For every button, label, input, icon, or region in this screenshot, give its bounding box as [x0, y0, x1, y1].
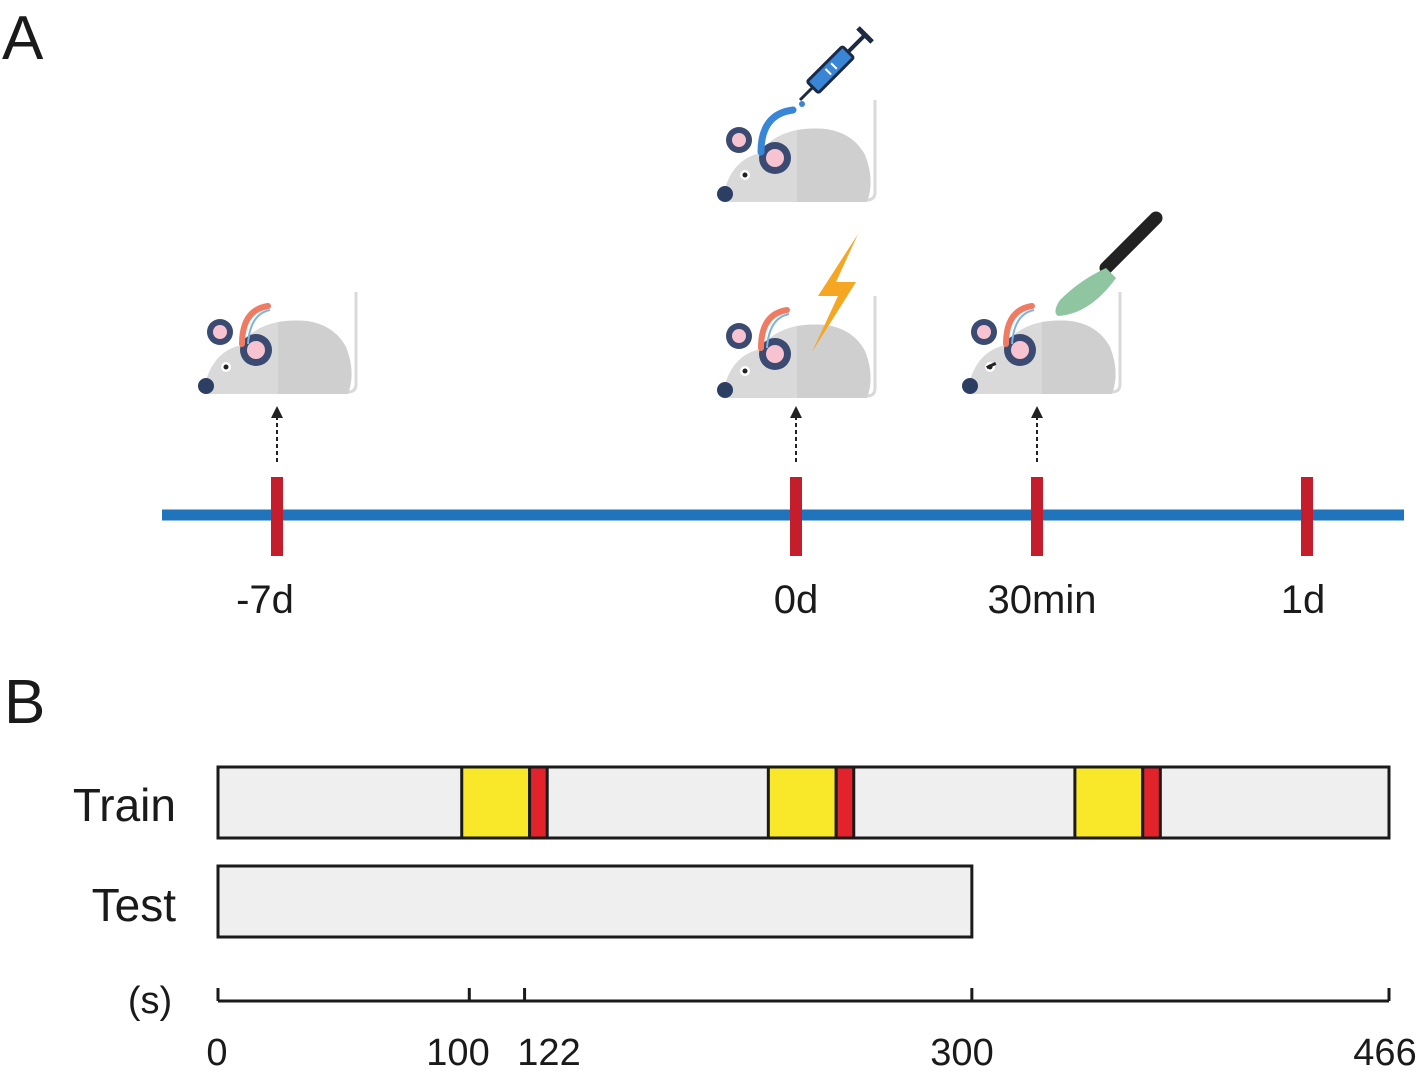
panel-a-label: A: [2, 4, 44, 73]
mouse-scalpel-icon: [960, 290, 1122, 396]
timeline-label-0d: 0d: [773, 578, 819, 622]
mouse-icon: [196, 290, 358, 396]
timeline-label-1d: 1d: [1280, 578, 1326, 622]
row-label-train: Train: [72, 779, 176, 831]
timeline-tick-minus7d: [271, 477, 283, 556]
timeline-tick-30min: [1031, 477, 1043, 556]
cue-block-1: [460, 765, 532, 840]
row-label-test: Test: [91, 879, 176, 931]
timeline-tick-0d: [790, 477, 802, 556]
axis-unit-label: (s): [127, 980, 173, 1022]
bar-background: [216, 864, 974, 939]
bar-test: [216, 864, 974, 939]
bar-train: [216, 765, 1391, 840]
timeline-label-minus7d: -7d: [236, 578, 294, 622]
cue-block-3: [1073, 765, 1145, 840]
panel-b-label: B: [4, 668, 46, 737]
arrow-0d: [790, 406, 802, 462]
arrow-minus7d: [271, 406, 283, 462]
drop-icon: [799, 101, 805, 107]
shock-block-3: [1141, 765, 1162, 840]
scalpel-icon: [1055, 211, 1163, 316]
mouse-injection-icon: [715, 98, 877, 204]
timeline-label-30min: 30min: [987, 578, 1097, 622]
timeline-tick-1d: [1301, 477, 1313, 556]
mouse-shock-icon: [715, 294, 877, 400]
arrow-30min: [1031, 406, 1043, 462]
axis-tick-label-466: 466: [1353, 1032, 1417, 1074]
axis-tick-label-122: 122: [517, 1032, 581, 1074]
cue-block-2: [766, 765, 838, 840]
shock-block-2: [834, 765, 856, 840]
shock-block-1: [528, 765, 549, 840]
syringe-icon: [798, 26, 874, 102]
axis-tick-label-300: 300: [930, 1032, 994, 1074]
axis-tick-label-0: 0: [206, 1032, 228, 1074]
lightning-bolt-icon: [812, 234, 858, 352]
axis-tick-label-100: 100: [426, 1032, 490, 1074]
